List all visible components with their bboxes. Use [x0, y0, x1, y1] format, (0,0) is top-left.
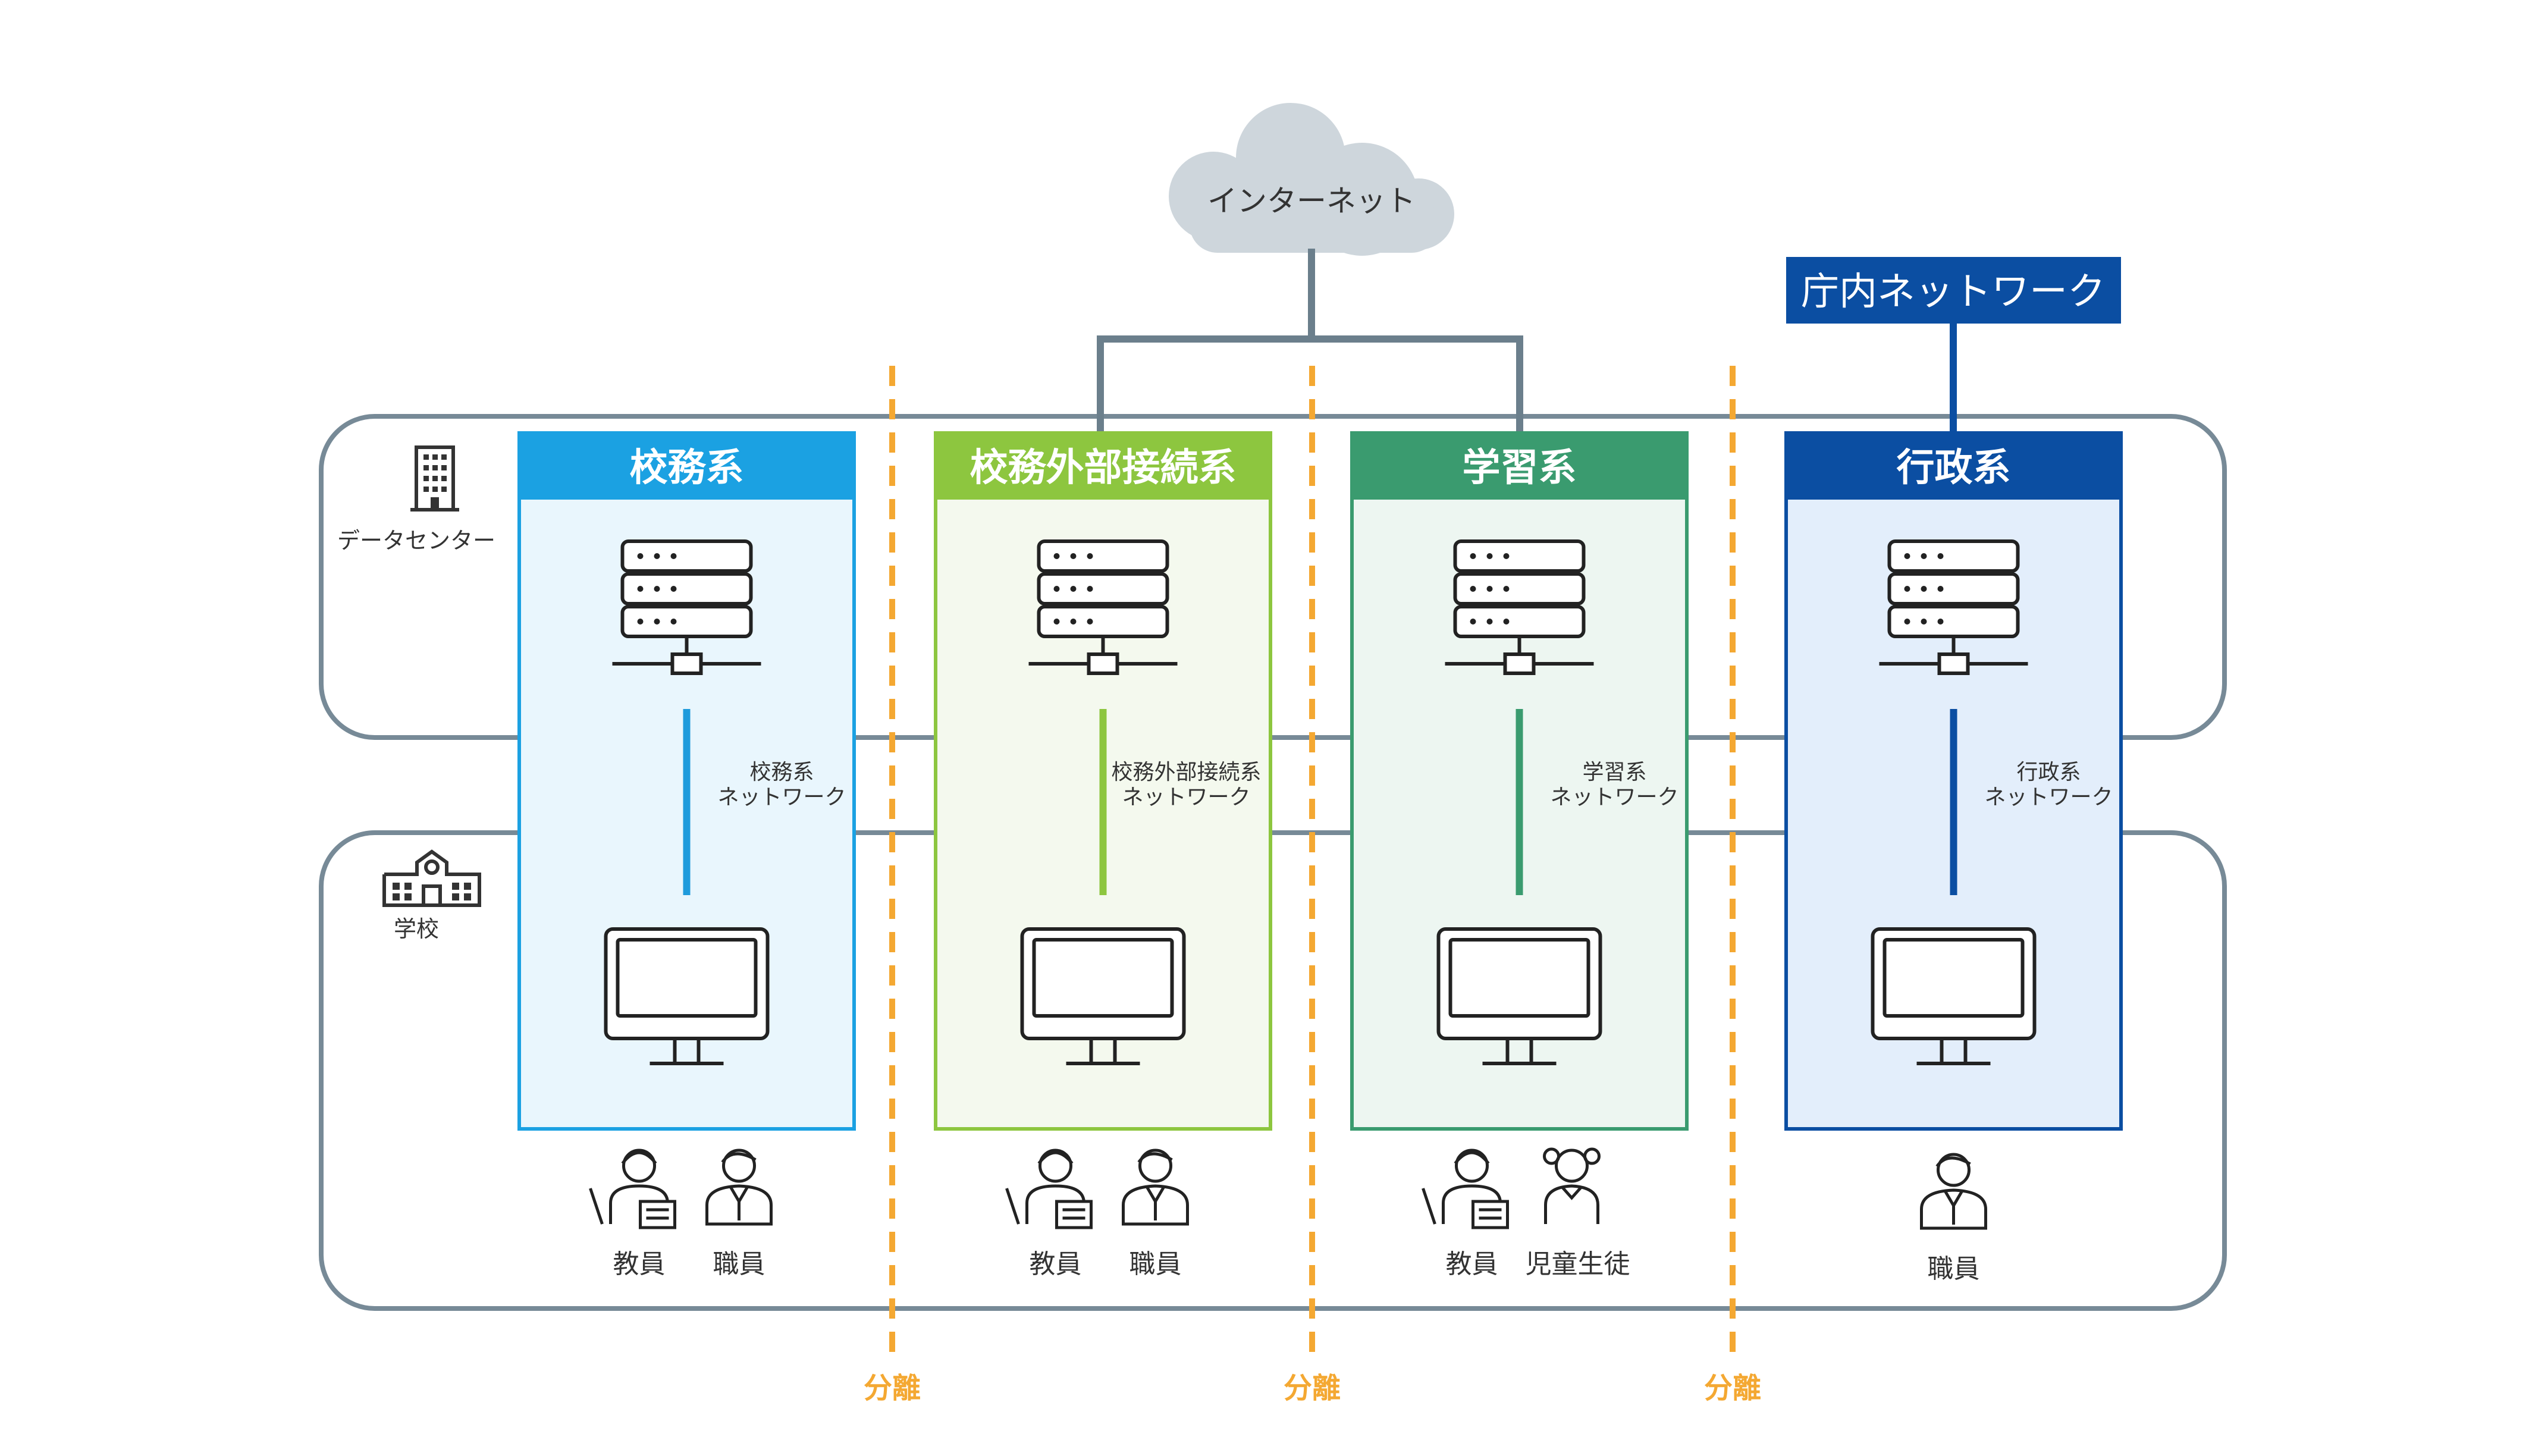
- user-label: 教員: [613, 1249, 666, 1279]
- user-label: 職員: [713, 1249, 765, 1279]
- separation-marker: 分離: [864, 366, 921, 1405]
- column-komu-gaibu: 校務外部接続系校務外部接続系ネットワーク教員職員: [934, 431, 1272, 1279]
- column-title: 校務系: [630, 446, 744, 490]
- network-label-line2: ネットワーク: [1984, 785, 2113, 809]
- network-label-line2: ネットワーク: [1122, 785, 1250, 809]
- monitor-icon: [604, 927, 770, 1065]
- staff-icon: [1920, 1153, 1987, 1230]
- server-icon: [612, 539, 761, 675]
- building-icon: [410, 445, 459, 512]
- server-icon: [1879, 539, 2028, 675]
- separator-label: 分離: [1284, 1372, 1341, 1405]
- staff-icon: [705, 1149, 773, 1226]
- column-header: [1786, 433, 2121, 500]
- separator-label: 分離: [864, 1372, 921, 1405]
- network-label-line1: 校務外部接続系: [1111, 760, 1261, 785]
- column-title: 学習系: [1463, 446, 1577, 490]
- user-label: 教員: [1030, 1249, 1082, 1279]
- network-label-line2: ネットワーク: [1550, 785, 1678, 809]
- separator-label: 分離: [1704, 1372, 1761, 1405]
- user-label: 職員: [1129, 1249, 1182, 1279]
- chonai-network-box: 庁内ネットワーク: [1786, 257, 2121, 433]
- column-header: [936, 433, 1270, 500]
- column-header: [1352, 433, 1687, 500]
- internet-cloud: インターネット: [1169, 103, 1454, 256]
- user-label: 児童生徒: [1526, 1249, 1630, 1279]
- user-label: 職員: [1928, 1254, 1980, 1284]
- datacenter-label: データセンター: [337, 528, 495, 554]
- user-label: 教員: [1446, 1249, 1498, 1279]
- school-label: 学校: [394, 916, 439, 942]
- teacher-icon: [589, 1149, 676, 1229]
- monitor-icon: [1871, 927, 2037, 1065]
- teacher-icon: [1005, 1149, 1093, 1229]
- internet-trunk-lines: [1097, 249, 1523, 433]
- datacenter-zone: [319, 414, 2227, 740]
- staff-icon: [1122, 1149, 1189, 1226]
- column-title: 校務外部接続系: [970, 446, 1237, 490]
- column-gakushu: 学習系学習系ネットワーク教員児童生徒: [1350, 431, 1689, 1279]
- server-icon: [1445, 539, 1594, 675]
- network-label-line2: ネットワーク: [717, 785, 846, 809]
- network-label-line1: 校務系: [749, 760, 814, 785]
- network-label-line1: 行政系: [2016, 760, 2081, 785]
- school-zone: [319, 830, 2227, 1311]
- school-icon: [382, 849, 481, 907]
- server-icon: [1028, 539, 1178, 675]
- network-label-line1: 学習系: [1582, 760, 1646, 785]
- column-komu: 校務系校務系ネットワーク教員職員: [517, 431, 856, 1279]
- student-icon: [1543, 1147, 1601, 1224]
- internet-label: インターネット: [1207, 184, 1416, 218]
- teacher-icon: [1422, 1149, 1509, 1229]
- column-header: [519, 433, 854, 500]
- column-title: 行政系: [1897, 446, 2011, 490]
- separation-marker: 分離: [1284, 366, 1341, 1405]
- monitor-icon: [1020, 927, 1186, 1065]
- chonai-label: 庁内ネットワーク: [1801, 270, 2106, 314]
- separation-marker: 分離: [1704, 366, 1761, 1405]
- monitor-icon: [1436, 927, 1602, 1065]
